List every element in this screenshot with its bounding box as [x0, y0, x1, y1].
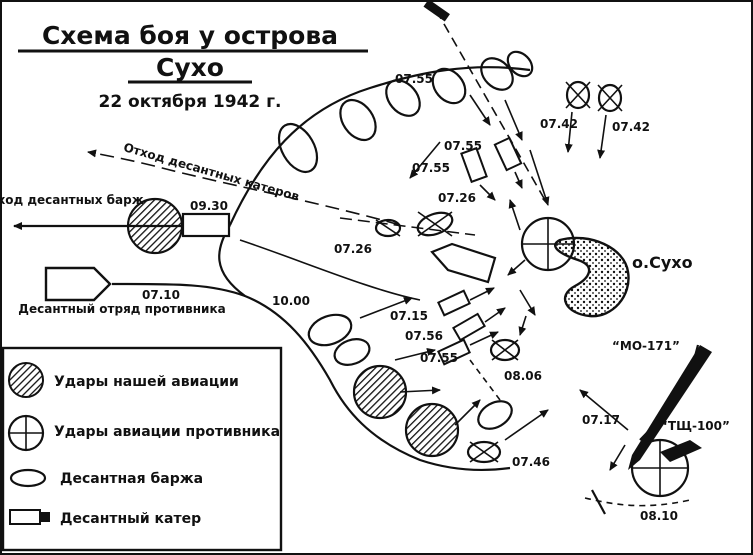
title-line1: Схема боя у острова — [42, 21, 338, 50]
island-sukho-shape — [554, 236, 630, 318]
our-air-strike-marker — [404, 402, 460, 458]
attack-arrow — [564, 111, 573, 153]
legend-enemy-air-icon — [7, 414, 45, 452]
enemy-air-strike-marker — [630, 438, 690, 498]
attack-arrow — [597, 114, 607, 159]
time-0726-a: 07.26 — [438, 191, 476, 205]
boats-withdraw-arrow — [87, 149, 401, 226]
time-0742-a: 07.42 — [540, 117, 578, 131]
main-route-lower — [111, 282, 511, 472]
legend-our-air-icon — [8, 362, 44, 398]
aircraft-icon — [591, 489, 606, 515]
attack-arrow — [529, 149, 550, 206]
time-0710: 07.10 — [142, 288, 180, 302]
legend-our-air: Удары нашей авиации — [54, 374, 239, 390]
withdraw-barges-label: Отход десантных барж — [0, 193, 144, 207]
time-0742-b: 07.42 — [612, 120, 650, 134]
time-0755-c: 07.55 — [412, 161, 450, 175]
date-label: 22 октября 1942 г. — [98, 92, 281, 112]
attack-arrow — [454, 399, 481, 426]
our-air-strike-marker — [352, 364, 408, 420]
landing-boat-marker — [437, 338, 471, 366]
sunk-barge-marker — [466, 440, 502, 464]
time-0756: 07.56 — [405, 329, 443, 343]
time-0726-b: 07.26 — [334, 242, 372, 256]
attack-arrow — [508, 199, 521, 231]
time-0746: 07.46 — [512, 455, 550, 469]
attack-arrow — [479, 184, 496, 201]
legend-boat-icon — [9, 509, 50, 525]
attack-arrow — [394, 348, 436, 361]
mo171-track — [639, 344, 700, 441]
barge-track-loop — [277, 123, 319, 173]
sunk-barge-marker — [489, 338, 521, 362]
attack-arrow — [469, 94, 491, 126]
aircraft-track — [584, 497, 691, 507]
withdraw-boats-label: Отход десантных катеров — [122, 140, 301, 204]
time-0715: 07.15 — [390, 309, 428, 323]
title-line2: Сухо — [156, 53, 224, 82]
aircraft-track — [435, 9, 546, 201]
enemy-force-arrow — [44, 266, 112, 302]
attack-arrow — [504, 99, 523, 141]
attack-arrow — [469, 331, 499, 346]
barge-track-loop — [307, 313, 353, 347]
barge-track-loop — [480, 57, 514, 91]
attack-arrow — [484, 307, 506, 323]
legend-enemy-air: Удары авиации противника — [54, 424, 280, 440]
landing-boat-marker — [460, 146, 488, 184]
landing-boat-marker — [430, 242, 497, 284]
attack-arrow — [399, 386, 441, 395]
route-line — [239, 239, 421, 301]
legend-barge: Десантная баржа — [60, 471, 203, 487]
time-0755-d: 07.55 — [420, 351, 458, 365]
aircraft-track — [339, 217, 476, 236]
attack-arrow — [504, 409, 549, 441]
attack-arrow — [519, 289, 536, 316]
time-1000: 10.00 — [272, 294, 310, 308]
barge-track-loop — [506, 50, 534, 78]
attack-arrow — [518, 315, 527, 336]
time-0806: 08.06 — [504, 369, 542, 383]
enemy-air-strike-marker — [565, 80, 591, 110]
landing-boat-marker — [181, 212, 231, 238]
legend-barge-icon — [9, 468, 47, 488]
attack-arrow — [469, 287, 495, 301]
landing-boat-marker — [437, 289, 471, 317]
barge-track-loop — [431, 67, 467, 105]
time-0717: 07.17 — [582, 413, 620, 427]
aircraft-icon — [423, 0, 450, 22]
sunk-barge-marker — [416, 211, 454, 237]
mo171-ship — [628, 345, 712, 470]
barge-track-loop — [477, 400, 513, 430]
barge-track-loop — [339, 98, 377, 142]
landing-boat-marker — [493, 136, 523, 172]
tsch100-label: “ТЩ-100” — [660, 419, 730, 433]
attack-arrow — [609, 444, 626, 471]
landing-boat-marker — [452, 312, 486, 342]
time-0810: 08.10 — [640, 509, 678, 523]
barge-track-loop — [385, 79, 421, 117]
attack-arrow — [359, 297, 413, 319]
legend-boat: Десантный катер — [60, 511, 201, 527]
time-0755-a: 07.55 — [395, 72, 433, 86]
attack-arrow — [507, 259, 526, 276]
enemy-air-strike-marker — [597, 83, 623, 113]
aircraft-track — [469, 359, 501, 401]
attack-arrow — [579, 389, 629, 431]
main-route-upper — [229, 66, 531, 226]
attack-arrow — [409, 141, 441, 179]
tsch100-ship — [660, 440, 702, 462]
mo171-label: “МО-171” — [612, 339, 680, 353]
time-0930: 09.30 — [190, 199, 228, 213]
time-0755-b: 07.55 — [444, 139, 482, 153]
barge-track-loop — [333, 338, 371, 366]
enemy-force-label: Десантный отряд противника — [18, 302, 225, 316]
island-label: о.Сухо — [632, 253, 693, 272]
attack-arrow — [514, 171, 523, 189]
